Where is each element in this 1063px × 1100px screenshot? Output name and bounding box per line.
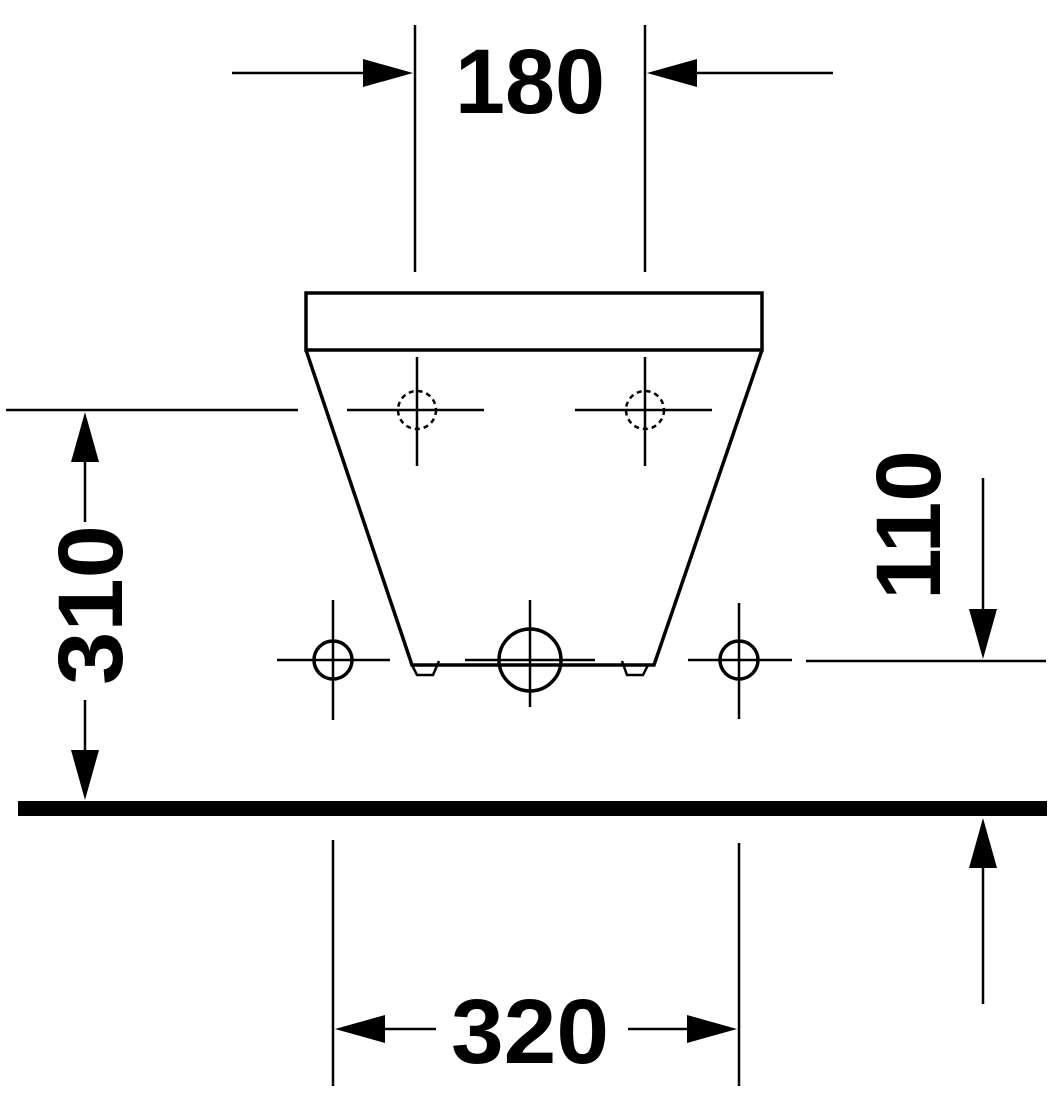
arrowhead-right-down — [969, 609, 997, 659]
arrowhead-top-left — [363, 59, 413, 87]
arrowhead-right-up — [969, 818, 997, 868]
dimension-label-top: 180 — [455, 31, 605, 133]
bidet-top-rim — [304, 291, 764, 352]
dimension-label-right: 110 — [858, 450, 960, 600]
bidet-foot-left — [410, 660, 441, 677]
arrowhead-left-up — [71, 412, 99, 462]
bidet-body — [304, 291, 764, 677]
dimension-left-310: 310 — [6, 408, 298, 800]
supply-connection-left — [277, 600, 390, 720]
fixing-hole-upper-left — [347, 357, 484, 466]
arrowhead-left-down — [71, 750, 99, 800]
dimension-bottom-320: 320 — [331, 840, 741, 1086]
fixing-hole-upper-right — [575, 357, 712, 466]
supply-connection-right — [688, 603, 792, 719]
floor-line — [18, 801, 1047, 816]
dimension-top-180: 180 — [232, 25, 833, 272]
arrowhead-top-right — [647, 59, 697, 87]
dimension-label-left: 310 — [40, 525, 142, 685]
drain-connection-center — [465, 600, 595, 707]
bidet-foot-right — [620, 660, 650, 677]
dimension-label-bottom: 320 — [451, 981, 609, 1083]
dimension-right-110: 110 — [806, 450, 1046, 1004]
bidet-bowl-outline — [304, 349, 764, 667]
arrowhead-bottom-left — [335, 1015, 385, 1043]
arrowhead-bottom-right — [687, 1015, 737, 1043]
